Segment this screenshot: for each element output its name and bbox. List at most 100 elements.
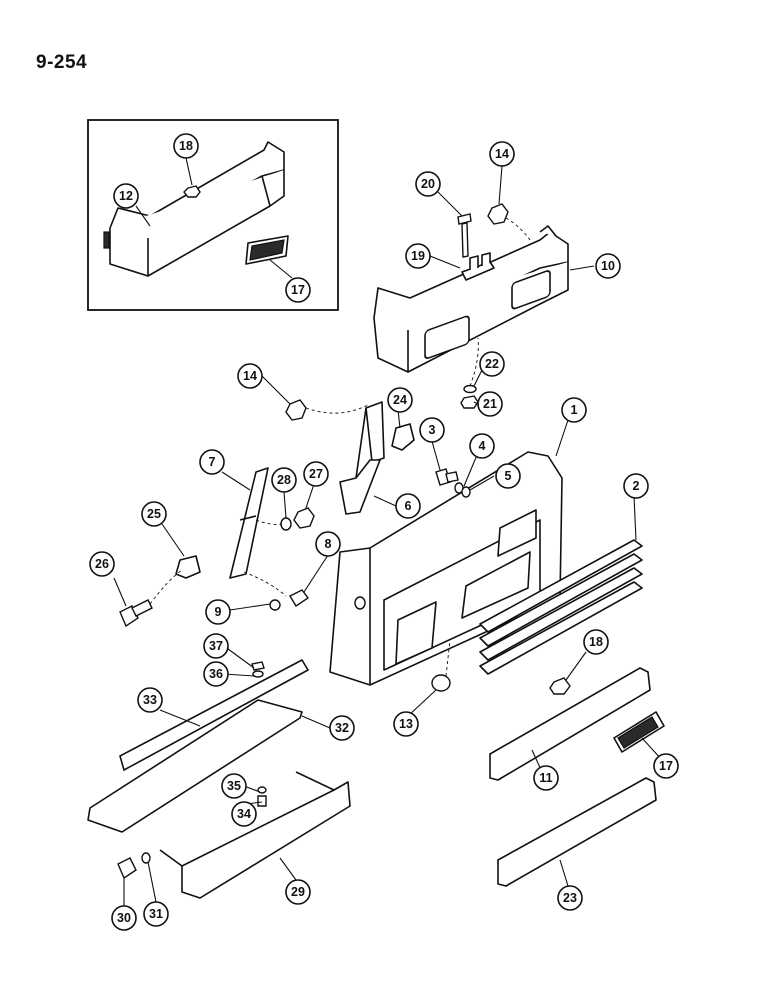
callout-label: 12 <box>119 189 133 203</box>
plate-32-drawing <box>87 699 303 833</box>
washer-22-nut-21 <box>460 384 479 409</box>
callout-label: 35 <box>227 779 241 793</box>
callout-4: 4 <box>469 433 495 459</box>
callout-30: 30 <box>111 905 137 931</box>
callout-label: 22 <box>485 357 499 371</box>
bolt-3-drawing <box>435 468 459 486</box>
callout-label: 26 <box>95 557 109 571</box>
clip-25-drawing <box>175 555 201 579</box>
callout-10: 10 <box>595 253 621 279</box>
callout-9: 9 <box>205 599 231 625</box>
nut-14-upper-drawing <box>487 203 509 225</box>
inset-box <box>87 119 339 311</box>
callout-23: 23 <box>557 885 583 911</box>
bracket-19-drawing <box>461 252 495 281</box>
callout-label: 18 <box>179 139 193 153</box>
callout-label: 25 <box>147 507 161 521</box>
callout-label: 14 <box>495 147 509 161</box>
callout-label: 9 <box>215 605 222 619</box>
bolt-30-washer-31 <box>117 852 151 880</box>
bracket-6-drawing <box>339 401 385 515</box>
callout-label: 21 <box>483 397 497 411</box>
callout-19: 19 <box>405 243 431 269</box>
bolt-26-drawing <box>119 599 153 628</box>
weight-23-drawing <box>497 777 657 887</box>
callout-1: 1 <box>561 397 587 423</box>
nut-14-lower-drawing <box>285 399 307 421</box>
callout-24: 24 <box>387 387 413 413</box>
callout-3: 3 <box>419 417 445 443</box>
callout-37: 37 <box>203 633 229 659</box>
callout-label: 18 <box>589 635 603 649</box>
callout-32: 32 <box>329 715 355 741</box>
callout-label: 5 <box>505 469 512 483</box>
callout-18-right: 18 <box>583 629 609 655</box>
stud-8-washer-9 <box>269 589 310 611</box>
callout-26: 26 <box>89 551 115 577</box>
washers-4-5 <box>454 482 471 498</box>
callout-label: 33 <box>143 693 157 707</box>
callout-14-upper: 14 <box>489 141 515 167</box>
callout-17-inset: 17 <box>285 277 311 303</box>
callout-label: 8 <box>325 537 332 551</box>
callout-22: 22 <box>479 351 505 377</box>
callout-28: 28 <box>271 467 297 493</box>
callout-label: 7 <box>209 455 216 469</box>
bracket-7-drawing <box>229 467 269 579</box>
callout-33: 33 <box>137 687 163 713</box>
callout-21: 21 <box>477 391 503 417</box>
callout-label: 3 <box>429 423 436 437</box>
callout-label: 31 <box>149 907 163 921</box>
callout-label: 17 <box>291 283 305 297</box>
callout-label: 36 <box>209 667 223 681</box>
nut-18-right-drawing <box>549 677 571 695</box>
weight-11-drawing <box>489 667 651 781</box>
callout-6: 6 <box>395 493 421 519</box>
callout-label: 11 <box>539 771 552 785</box>
grille-2-drawing <box>479 539 643 675</box>
callout-label: 20 <box>421 177 435 191</box>
weight-plate-17-inset <box>245 235 289 265</box>
callout-13: 13 <box>393 711 419 737</box>
callout-label: 14 <box>243 369 257 383</box>
callout-label: 28 <box>277 473 291 487</box>
clip-24-drawing <box>391 423 415 451</box>
callout-label: 19 <box>411 249 425 263</box>
callout-label: 6 <box>405 499 412 513</box>
callout-20: 20 <box>415 171 441 197</box>
callout-17-right: 17 <box>653 753 679 779</box>
callout-36: 36 <box>203 661 229 687</box>
page-number: 9-254 <box>36 52 88 73</box>
callout-label: 30 <box>117 911 131 925</box>
callout-18-inset: 18 <box>173 133 199 159</box>
callout-label: 37 <box>209 639 223 653</box>
callout-7: 7 <box>199 449 225 475</box>
callout-label: 32 <box>335 721 349 735</box>
callout-12: 12 <box>113 183 139 209</box>
callout-label: 24 <box>393 393 407 407</box>
bumper-10-drawing <box>373 225 569 373</box>
callout-27: 27 <box>303 461 329 487</box>
callout-29: 29 <box>285 879 311 905</box>
callout-8: 8 <box>315 531 341 557</box>
step-29-drawing <box>159 771 351 899</box>
callout-25: 25 <box>141 501 167 527</box>
plug-13-drawing <box>431 674 451 692</box>
callout-label: 23 <box>563 891 577 905</box>
callout-34: 34 <box>231 801 257 827</box>
bolt-20-drawing <box>457 213 472 258</box>
frame-1-drawing <box>329 451 563 686</box>
callout-35: 35 <box>221 773 247 799</box>
callout-31: 31 <box>143 901 169 927</box>
callout-14-lower: 14 <box>237 363 263 389</box>
callout-label: 27 <box>309 467 323 481</box>
callout-label: 34 <box>237 807 251 821</box>
callout-label: 1 <box>571 403 578 417</box>
callout-label: 10 <box>601 259 615 273</box>
plate-33-drawing <box>119 659 309 771</box>
weight-17-right-drawing <box>613 711 665 753</box>
callout-label: 2 <box>633 479 640 493</box>
callout-11: 11 <box>533 765 559 791</box>
callout-5: 5 <box>495 463 521 489</box>
